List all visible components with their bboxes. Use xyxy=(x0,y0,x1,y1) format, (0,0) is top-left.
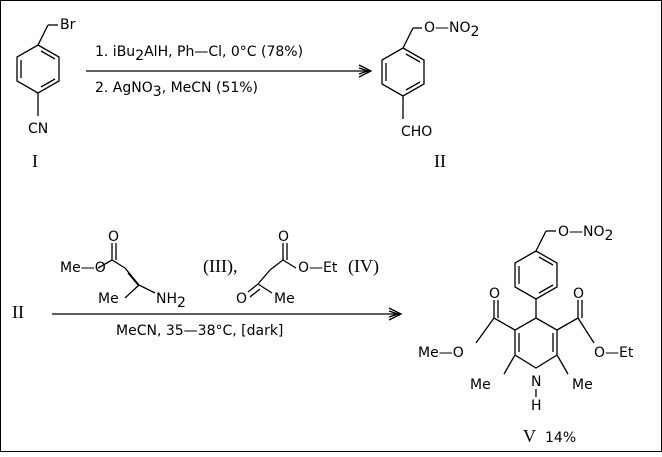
me-bond xyxy=(257,283,273,294)
compound-III-label: (III), xyxy=(203,256,237,277)
benzene-ring xyxy=(514,250,558,300)
compound-IV-label: (IV) xyxy=(348,256,379,277)
ketone-o-label: O xyxy=(236,291,247,307)
ring-double-bond xyxy=(538,284,554,294)
compound-II-label: II xyxy=(434,151,446,171)
step1-condition-2: 2. AgNO3, MeCN (51%) xyxy=(95,80,258,100)
alkene-bond xyxy=(127,272,139,286)
ring-nitrogen-label: N xyxy=(531,374,541,390)
nh2-bond xyxy=(138,284,156,294)
alkene-bond xyxy=(124,267,140,286)
nitrate-label: O—NO2 xyxy=(558,224,613,244)
benzene-ring xyxy=(16,44,60,94)
o-bond xyxy=(475,317,495,344)
methyl-right-label: Me xyxy=(572,377,593,393)
step1-condition-1: 1. iBu2AlH, Ph—Cl, 0°C (78%) xyxy=(95,44,303,64)
compound-I-label: I xyxy=(32,151,38,171)
o-c-bond xyxy=(97,259,113,269)
compound-V-yield: 14% xyxy=(545,430,576,446)
dihydropyridine-ring xyxy=(514,317,558,369)
compound-III: Me—O O Me NH2 (III), xyxy=(60,229,237,311)
methoxy-label: Me—O xyxy=(60,260,106,276)
aldehyde-label: CHO xyxy=(401,124,432,140)
nitrate-label: O—NO2 xyxy=(424,20,479,40)
nitrile-label: CN xyxy=(28,121,48,137)
ester-bond xyxy=(556,317,579,331)
ring-double-bond xyxy=(405,53,421,63)
ester-bond xyxy=(493,317,516,331)
arrow-head-stroke xyxy=(388,313,399,318)
o-bond xyxy=(577,317,595,344)
ch2-bond xyxy=(535,230,547,252)
arrow-head-stroke xyxy=(358,67,369,72)
c-c-bond xyxy=(111,259,126,269)
me-bond xyxy=(503,354,516,375)
step2-arrow: II MeCN, 35—38°C, [dark] xyxy=(12,302,403,339)
ring-double-bond xyxy=(40,50,56,60)
ketone-carbonyl-bond xyxy=(247,283,259,293)
ring-double-bond xyxy=(40,78,56,88)
reactant-II-label: II xyxy=(12,302,24,322)
step1-arrow: 1. iBu2AlH, Ph—Cl, 0°C (78%) 2. AgNO3, M… xyxy=(86,44,373,100)
c-c-bond xyxy=(269,259,284,271)
step2-condition: MeCN, 35—38°C, [dark] xyxy=(116,323,283,339)
compound-V-label: V xyxy=(523,426,536,446)
bromo-label: Br xyxy=(60,17,76,33)
arrow-head-stroke xyxy=(358,70,369,75)
arrow-head xyxy=(358,64,373,78)
methoxy-label: Me—O xyxy=(418,345,464,361)
o-bond xyxy=(282,259,297,269)
compound-II: O—NO2 CHO II xyxy=(381,20,479,171)
methyl-label: Me xyxy=(98,291,119,307)
compound-IV: O O—Et O Me (IV) xyxy=(236,229,379,307)
ring-double-bond xyxy=(405,81,421,91)
ch2-bond xyxy=(37,24,49,46)
me-bond xyxy=(124,284,140,299)
carbonyl-o-label: O xyxy=(108,229,119,245)
ring-double-bond xyxy=(538,256,554,266)
arrow-head xyxy=(388,307,403,321)
me-bond xyxy=(556,354,569,375)
ethoxy-label: O—Et xyxy=(298,260,338,276)
ethoxy-label: O—Et xyxy=(594,345,634,361)
compound-I: Br CN I xyxy=(16,17,76,171)
ch2-bond xyxy=(402,27,414,49)
carbonyl-o-label: O xyxy=(573,286,584,302)
compound-V: O—NO2 N H Me Me O Me—O O O—Et xyxy=(418,224,634,446)
methyl-left-label: Me xyxy=(470,377,491,393)
amine-label: NH2 xyxy=(156,291,186,311)
methyl-label: Me xyxy=(274,291,295,307)
ester-o-label: O xyxy=(278,229,289,245)
ketone-carbonyl-bond xyxy=(249,288,261,298)
carbonyl-o-label: O xyxy=(489,286,500,302)
arrow-head-stroke xyxy=(388,310,399,315)
nh-hydrogen-label: H xyxy=(531,398,542,414)
benzene-ring xyxy=(381,47,425,97)
c-c-bond xyxy=(257,269,271,285)
